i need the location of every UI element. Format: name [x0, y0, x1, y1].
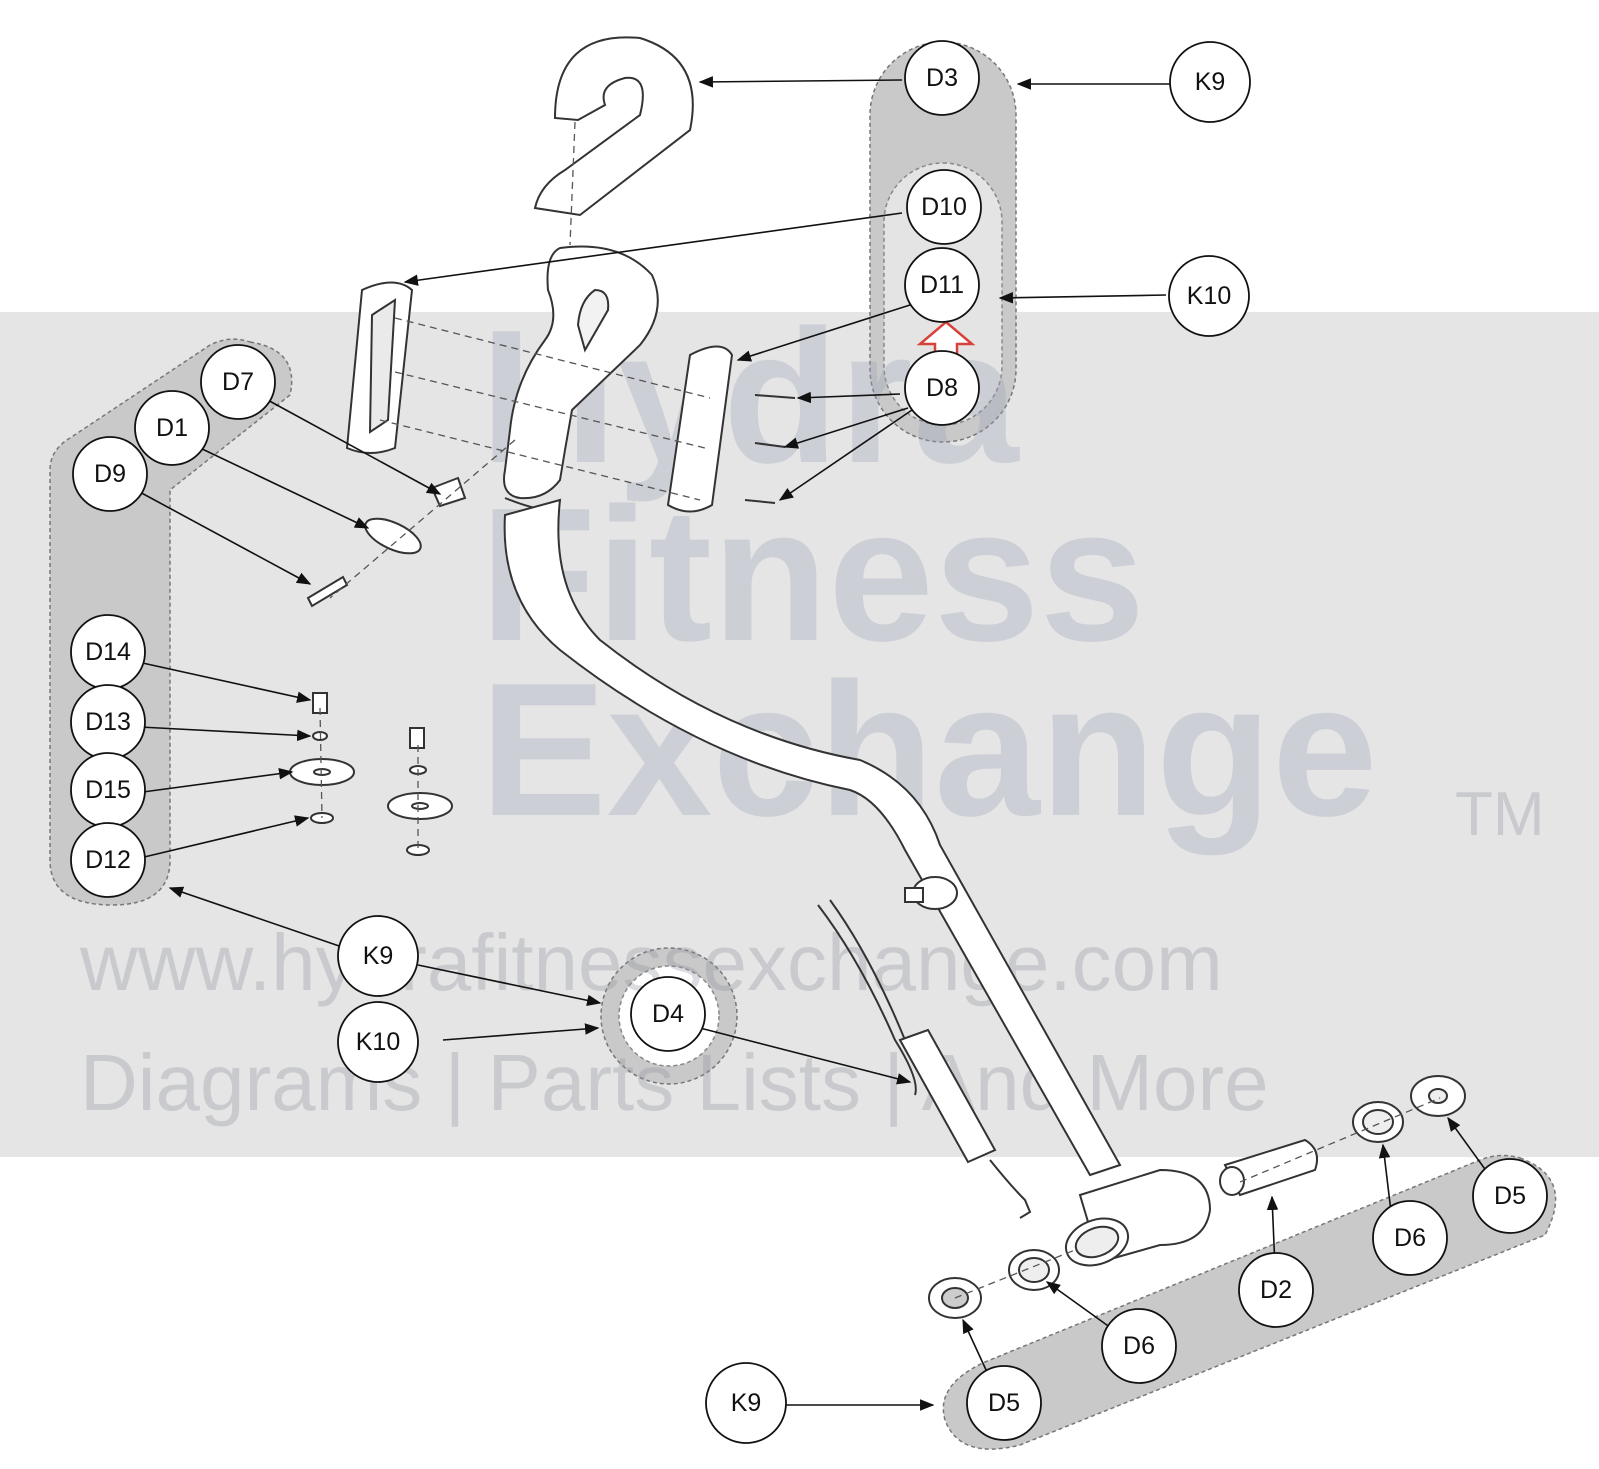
callout-d1: D1	[134, 390, 210, 466]
svg-text:D1: D1	[156, 414, 188, 442]
svg-text:K10: K10	[356, 1028, 400, 1056]
sensor-d4	[898, 1028, 997, 1164]
handle-upper	[503, 245, 659, 500]
callout-d2: D2	[1238, 1252, 1314, 1328]
watermark-band	[0, 312, 1599, 1157]
svg-text:K10: K10	[1187, 282, 1231, 310]
svg-text:D14: D14	[85, 638, 131, 666]
pin-d9	[306, 575, 349, 608]
callout-d3: D3	[904, 40, 980, 116]
svg-text:D12: D12	[85, 846, 131, 874]
svg-text:D5: D5	[1494, 1182, 1526, 1210]
callout-k10-mid: K10	[337, 1001, 419, 1083]
svg-text:D3: D3	[926, 64, 958, 92]
svg-text:D11: D11	[920, 271, 964, 299]
svg-text:D5: D5	[988, 1389, 1020, 1417]
svg-text:D9: D9	[94, 460, 126, 488]
parts-line-art	[289, 36, 1466, 1319]
grip-right	[666, 345, 734, 513]
callout-d5-bottom: D5	[966, 1365, 1042, 1441]
svg-text:K9: K9	[731, 1389, 762, 1417]
callout-d6-right: D6	[1372, 1200, 1448, 1276]
svg-text:D8: D8	[926, 374, 958, 402]
pin-3	[744, 499, 776, 504]
callout-d9: D9	[72, 436, 148, 512]
pin-2	[754, 442, 786, 448]
callout-d6-bottom: D6	[1101, 1308, 1177, 1384]
leader-lines	[135, 76, 1496, 1411]
callout-d10: D10	[906, 169, 982, 245]
callout-d13: D13	[70, 684, 146, 760]
bushing-d2	[1223, 1138, 1318, 1197]
callout-d8: D8	[904, 350, 980, 426]
watermark-tm: TM	[1455, 780, 1545, 849]
callout-d11: D11	[904, 247, 980, 323]
callout-k10-right: K10	[1168, 255, 1250, 337]
svg-text:D13: D13	[85, 708, 131, 736]
callout-k9-mid: K9	[337, 915, 419, 997]
callout-d7: D7	[200, 344, 276, 420]
svg-text:D6: D6	[1123, 1332, 1155, 1360]
svg-text:D7: D7	[222, 368, 254, 396]
svg-text:K9: K9	[363, 942, 394, 970]
callout-d5-right: D5	[1472, 1158, 1548, 1234]
lever-arm	[503, 498, 1122, 1177]
callout-k9-top: K9	[1169, 41, 1251, 123]
svg-text:D15: D15	[85, 776, 131, 804]
bolt-2	[409, 727, 425, 749]
svg-text:D2: D2	[1260, 1276, 1292, 1304]
assembly-lines	[319, 121, 1441, 1299]
callout-d4: D4	[630, 976, 706, 1052]
callout-d14: D14	[70, 614, 146, 690]
callout-d12: D12	[70, 822, 146, 898]
svg-text:D6: D6	[1394, 1224, 1426, 1252]
pin-1	[754, 394, 796, 399]
svg-text:K9: K9	[1195, 68, 1226, 96]
callout-d15: D15	[70, 752, 146, 828]
callouts: D3 K9 D10 D11 K10 D8 D7 D1 D9 D14 D13 D1…	[70, 40, 1548, 1444]
callout-k9-bottom: K9	[705, 1362, 787, 1444]
sensor-wire	[817, 904, 917, 1096]
svg-text:D4: D4	[652, 1000, 684, 1028]
handle-cap-d3	[533, 36, 694, 217]
svg-text:D10: D10	[921, 193, 967, 221]
